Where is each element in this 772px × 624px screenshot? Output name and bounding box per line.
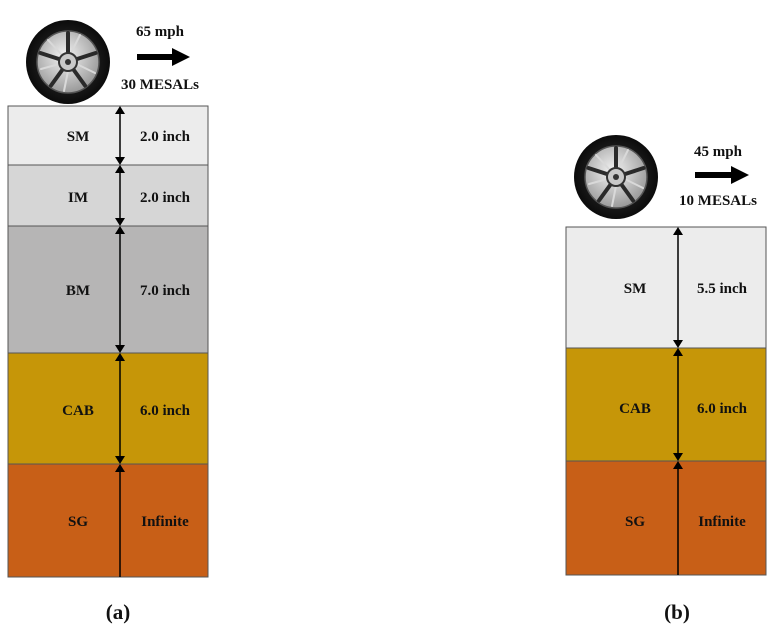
layer-sm (565, 226, 767, 349)
direction-arrow-icon (695, 166, 749, 184)
layer-thickness: Infinite (698, 514, 746, 530)
panel-a: 65 mph 30 MESALs (7, 18, 209, 624)
layer-thickness: 7.0 inch (140, 283, 191, 299)
layer-bm (7, 225, 209, 354)
thickness-arrows (115, 106, 125, 577)
speed-label: 45 mph (694, 144, 743, 160)
panel-b: 45 mph 10 MESALs SM CAB SG 5.5 inch 6.0 … (565, 133, 767, 624)
layer-sg (7, 463, 209, 578)
layer-name: SM (624, 281, 647, 297)
layer-name: BM (66, 283, 90, 299)
speed-label: 65 mph (136, 24, 185, 40)
layer-name: CAB (62, 403, 94, 419)
wheel-icon (572, 133, 660, 221)
layer-cab (7, 352, 209, 465)
layer-sg (565, 460, 767, 576)
layer-thickness: 2.0 inch (140, 129, 191, 145)
load-label: 30 MESALs (121, 77, 199, 93)
direction-arrow-icon (137, 48, 190, 66)
layer-cab (565, 347, 767, 462)
layer-thickness: 5.5 inch (697, 281, 748, 297)
layer-thickness: 6.0 inch (697, 401, 748, 417)
layer-name: SM (67, 129, 90, 145)
layer-name: IM (68, 190, 88, 206)
layer-thickness: 6.0 inch (140, 403, 191, 419)
layer-name: SG (68, 514, 88, 530)
layer-im (7, 164, 209, 227)
panel-caption: (b) (664, 600, 690, 624)
layer-name: CAB (619, 401, 651, 417)
panel-caption: (a) (106, 600, 131, 624)
wheel-icon (24, 18, 112, 106)
layer-name: SG (625, 514, 645, 530)
load-label: 10 MESALs (679, 193, 757, 209)
layer-sm (7, 105, 209, 166)
layer-thickness: 2.0 inch (140, 190, 191, 206)
thickness-arrows (673, 227, 683, 575)
layer-thickness: Infinite (141, 514, 189, 530)
